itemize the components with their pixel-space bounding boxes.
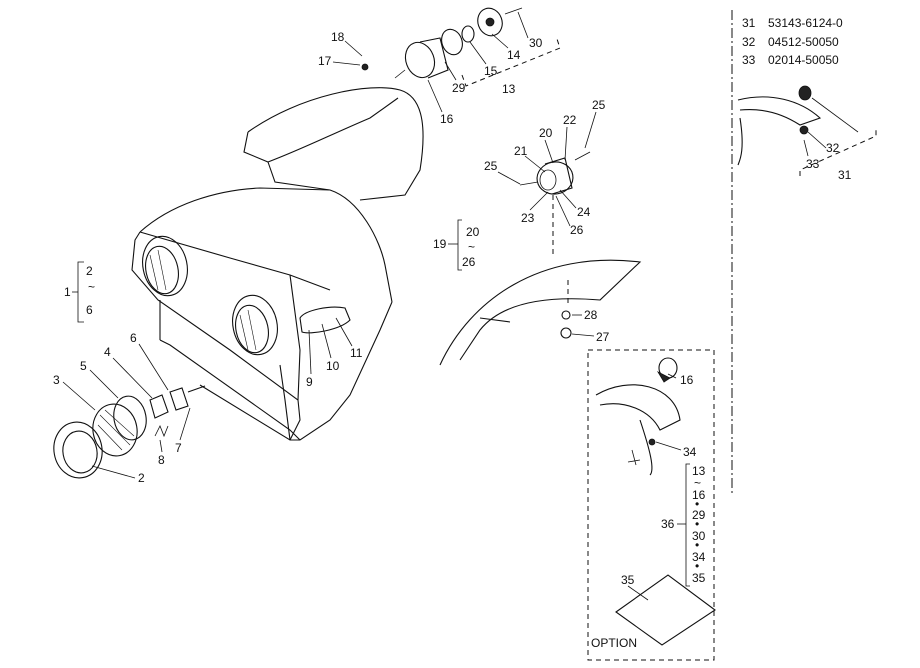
callout-1: 1 xyxy=(64,285,71,299)
callout-29: 29 xyxy=(452,81,466,95)
part-ref-31: 31 xyxy=(742,16,756,30)
bracket-36-item-2: 16 xyxy=(692,488,706,502)
callout-25-top: 25 xyxy=(592,98,606,112)
callout-4: 4 xyxy=(104,345,111,359)
callout-3: 3 xyxy=(53,373,60,387)
bracket-36-item-3: • xyxy=(695,497,699,511)
part-ref-33: 33 xyxy=(742,53,756,67)
option-box xyxy=(587,349,715,661)
callout-14: 14 xyxy=(507,48,521,62)
callouts: 18 17 16 29 15 14 30 13 2 ~ 6 1 3 5 4 6 … xyxy=(53,11,877,485)
bracket-1-top: 2 xyxy=(86,264,93,278)
callout-34: 34 xyxy=(683,445,697,459)
callout-30: 30 xyxy=(529,36,543,50)
option-label: OPTION xyxy=(591,636,637,650)
bracket-1-bottom: 6 xyxy=(86,303,93,317)
bracket-36-item-0: 13 xyxy=(692,464,706,478)
part-number-32: 04512-50050 xyxy=(768,35,839,49)
callout-16: 16 xyxy=(440,112,454,126)
callout-22: 22 xyxy=(563,113,577,127)
headlight-housing-body xyxy=(131,87,424,441)
tail-light-assembly xyxy=(361,7,523,79)
bracket-36-item-5: • xyxy=(695,517,699,531)
part-number-33: 02014-50050 xyxy=(768,53,839,67)
callout-26: 26 xyxy=(570,223,584,237)
callout-25-left: 25 xyxy=(484,159,498,173)
option-contents: 16 34 35 36 13 ~ 16 • 29 • 30 • 34 • 35 … xyxy=(591,357,716,650)
callout-27: 27 xyxy=(596,330,610,344)
inset-license-light xyxy=(737,85,859,166)
callout-28: 28 xyxy=(584,308,598,322)
callout-11: 11 xyxy=(350,346,363,360)
bracket-36-item-4: 29 xyxy=(692,508,706,522)
callout-13: 13 xyxy=(502,82,516,96)
callout-24: 24 xyxy=(577,205,591,219)
bracket-19-bottom: 26 xyxy=(462,255,476,269)
turn-signal-assembly xyxy=(439,151,642,366)
bracket-36-item-1: ~ xyxy=(694,476,701,490)
callout-35: 35 xyxy=(621,573,635,587)
part-ref-32: 32 xyxy=(742,35,756,49)
callout-18: 18 xyxy=(331,30,345,44)
callout-16-option: 16 xyxy=(680,373,694,387)
part-number-list: 31 53143-6124-0 32 04512-50050 33 02014-… xyxy=(742,16,843,67)
callout-23: 23 xyxy=(521,211,535,225)
bracket-36-item-9: • xyxy=(695,559,699,573)
callout-31: 31 xyxy=(838,168,852,182)
callout-6: 6 xyxy=(130,331,137,345)
bracket-1-tilde: ~ xyxy=(88,280,95,294)
callout-20: 20 xyxy=(539,126,553,140)
callout-32: 32 xyxy=(826,141,840,155)
callout-8: 8 xyxy=(158,453,165,467)
bracket-36-item-7: • xyxy=(695,538,699,552)
callout-36: 36 xyxy=(661,517,675,531)
callout-17: 17 xyxy=(318,54,332,68)
headlight-exploded-parts xyxy=(53,385,206,479)
bracket-36-item-10: 35 xyxy=(692,571,706,585)
callout-15: 15 xyxy=(484,64,498,78)
callout-10: 10 xyxy=(326,359,340,373)
bracket-36-item-8: 34 xyxy=(692,550,706,564)
callout-9: 9 xyxy=(306,375,313,389)
callout-5: 5 xyxy=(80,359,87,373)
bracket-19-tilde: ~ xyxy=(468,240,475,254)
bracket-19-top: 20 xyxy=(466,225,480,239)
callout-21: 21 xyxy=(514,144,528,158)
part-number-31: 53143-6124-0 xyxy=(768,16,843,30)
callout-2: 2 xyxy=(138,471,145,485)
bracket-36-item-6: 30 xyxy=(692,529,706,543)
callout-19: 19 xyxy=(433,237,447,251)
callout-7: 7 xyxy=(175,441,182,455)
